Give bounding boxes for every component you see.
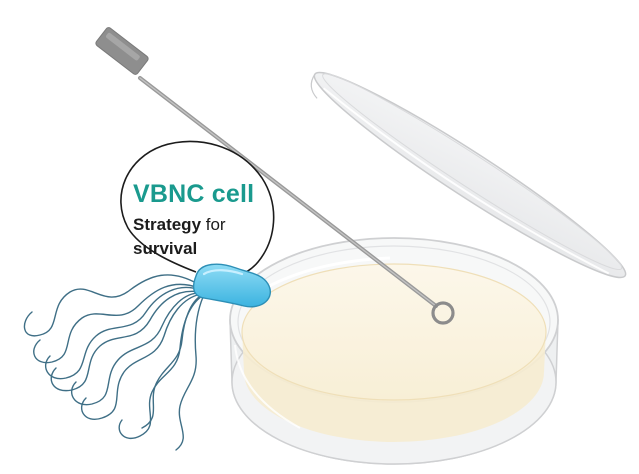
agar-medium bbox=[241, 263, 547, 442]
speech-bubble-icon bbox=[120, 140, 275, 281]
inoculation-loop-icon bbox=[95, 27, 455, 325]
bubble-line-strategy: Strategy for bbox=[133, 215, 226, 235]
bacterium-icon bbox=[192, 263, 271, 308]
petri-dish-icon bbox=[229, 237, 559, 465]
strategy-word: Strategy bbox=[133, 215, 202, 234]
bubble-title: VBNC cell bbox=[133, 180, 255, 208]
petri-dish-lid-icon bbox=[310, 71, 627, 279]
for-word: for bbox=[201, 215, 226, 234]
survival-word: survival bbox=[133, 239, 198, 258]
bubble-line-survival: survival bbox=[133, 239, 197, 259]
flagella-icon bbox=[23, 274, 204, 451]
